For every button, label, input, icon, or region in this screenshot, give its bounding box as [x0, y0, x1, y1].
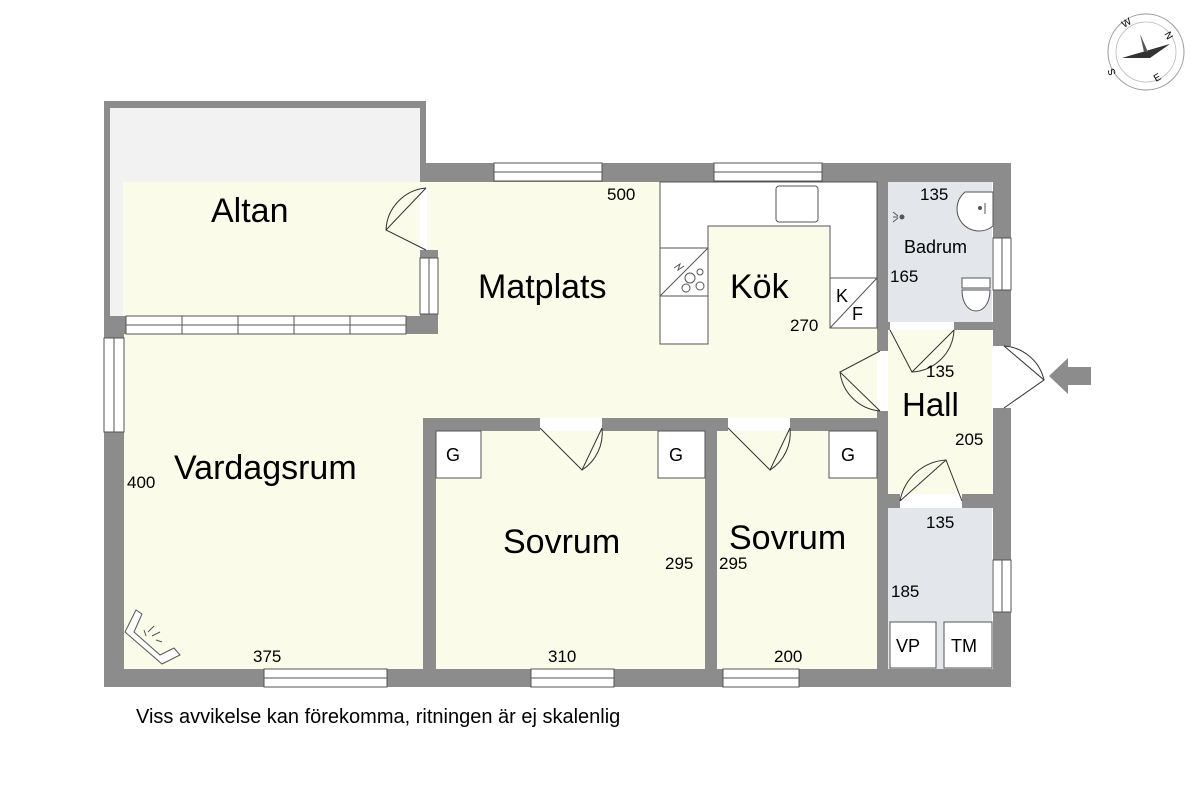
room-label-matplats: Matplats [478, 268, 607, 306]
compass-icon: W N S E [1106, 13, 1185, 91]
wall [705, 418, 717, 687]
room-label-vardagsrum: Vardagsrum [174, 449, 357, 487]
wardrobe-box [435, 430, 482, 479]
stove-icon [659, 247, 709, 297]
dimension-label: 135 [926, 513, 954, 532]
door-badrum [889, 322, 955, 373]
dimension-label: 400 [127, 473, 155, 492]
dimension-label: 165 [890, 267, 918, 286]
wall [877, 163, 888, 351]
room-label-sovrum-1: Sovrum [503, 523, 620, 561]
sink-icon [775, 185, 819, 223]
kitchen-counter [659, 181, 878, 345]
fireplace-icon [124, 609, 181, 665]
window [992, 237, 1012, 291]
door-hall-main [839, 350, 888, 412]
water-heater-label: VP [896, 636, 920, 656]
dimension-label: 375 [253, 647, 281, 666]
washbasin-icon [956, 191, 994, 232]
room-label-sovrum-2: Sovrum [729, 519, 846, 557]
room-label-hall: Hall [902, 386, 959, 423]
room-label-altan: Altan [211, 192, 289, 230]
window [493, 162, 603, 182]
disclaimer-text: Viss avvikelse kan förekomma, ritningen … [136, 706, 621, 728]
door-sovrum1 [539, 418, 603, 471]
wall [423, 418, 878, 431]
dimension-label: 135 [920, 185, 948, 204]
wall [104, 101, 110, 331]
wall [877, 411, 888, 687]
wardrobe-label: G [446, 445, 460, 465]
entrance-arrow-icon [1049, 358, 1091, 394]
dimension-label: 295 [665, 554, 693, 573]
compass-s: S [1106, 66, 1119, 76]
wall [993, 163, 1011, 687]
window [530, 668, 615, 688]
room-labels: Altan Matplats Kök Badrum Hall Vardagsru… [174, 192, 967, 561]
freezer-label: F [852, 304, 863, 324]
bathroom-fixtures [892, 191, 994, 312]
window [263, 668, 388, 688]
door-altan [385, 187, 427, 251]
shower-icon [892, 211, 905, 223]
wall [420, 101, 426, 181]
window [992, 559, 1012, 613]
window [125, 315, 407, 335]
compass-e: E [1152, 72, 1164, 85]
utility-appliances: VP TM [889, 621, 993, 669]
wardrobe-box [657, 430, 706, 479]
fridge-label: K [836, 286, 848, 306]
window [713, 162, 823, 182]
windows [103, 162, 1012, 688]
dryer-label: TM [951, 636, 977, 656]
window [419, 257, 439, 315]
dimension-label: 185 [891, 582, 919, 601]
door-entrance [993, 345, 1045, 409]
fridge-freezer: K F [829, 277, 878, 329]
room-label-kok: Kök [730, 268, 790, 306]
wall [423, 418, 436, 687]
toilet-icon [961, 277, 991, 312]
doors [385, 187, 1045, 508]
dimension-label: 270 [790, 316, 818, 335]
dimension-labels: 500 270 135 165 135 205 400 375 310 295 … [127, 185, 983, 666]
dimension-label: 200 [774, 647, 802, 666]
wardrobe-box [828, 430, 878, 479]
kitchen-fixtures: K F [659, 181, 878, 345]
dimension-label: 135 [926, 362, 954, 381]
dimension-label: 295 [719, 554, 747, 573]
dimension-label: 205 [955, 430, 983, 449]
window [722, 668, 800, 688]
window [103, 337, 125, 433]
wardrobe-label: G [841, 445, 855, 465]
dimension-label: 500 [607, 185, 635, 204]
wall [104, 101, 426, 108]
dimension-label: 310 [548, 647, 576, 666]
compass-n: N [1161, 30, 1174, 42]
wardrobes: G G G [435, 430, 878, 479]
dryer-box [943, 621, 993, 669]
door-utility [899, 459, 963, 508]
wardrobe-label: G [669, 445, 683, 465]
hall-floor [888, 330, 992, 494]
water-heater-box [889, 621, 937, 669]
door-sovrum2 [727, 418, 791, 471]
room-label-badrum: Badrum [904, 237, 967, 257]
